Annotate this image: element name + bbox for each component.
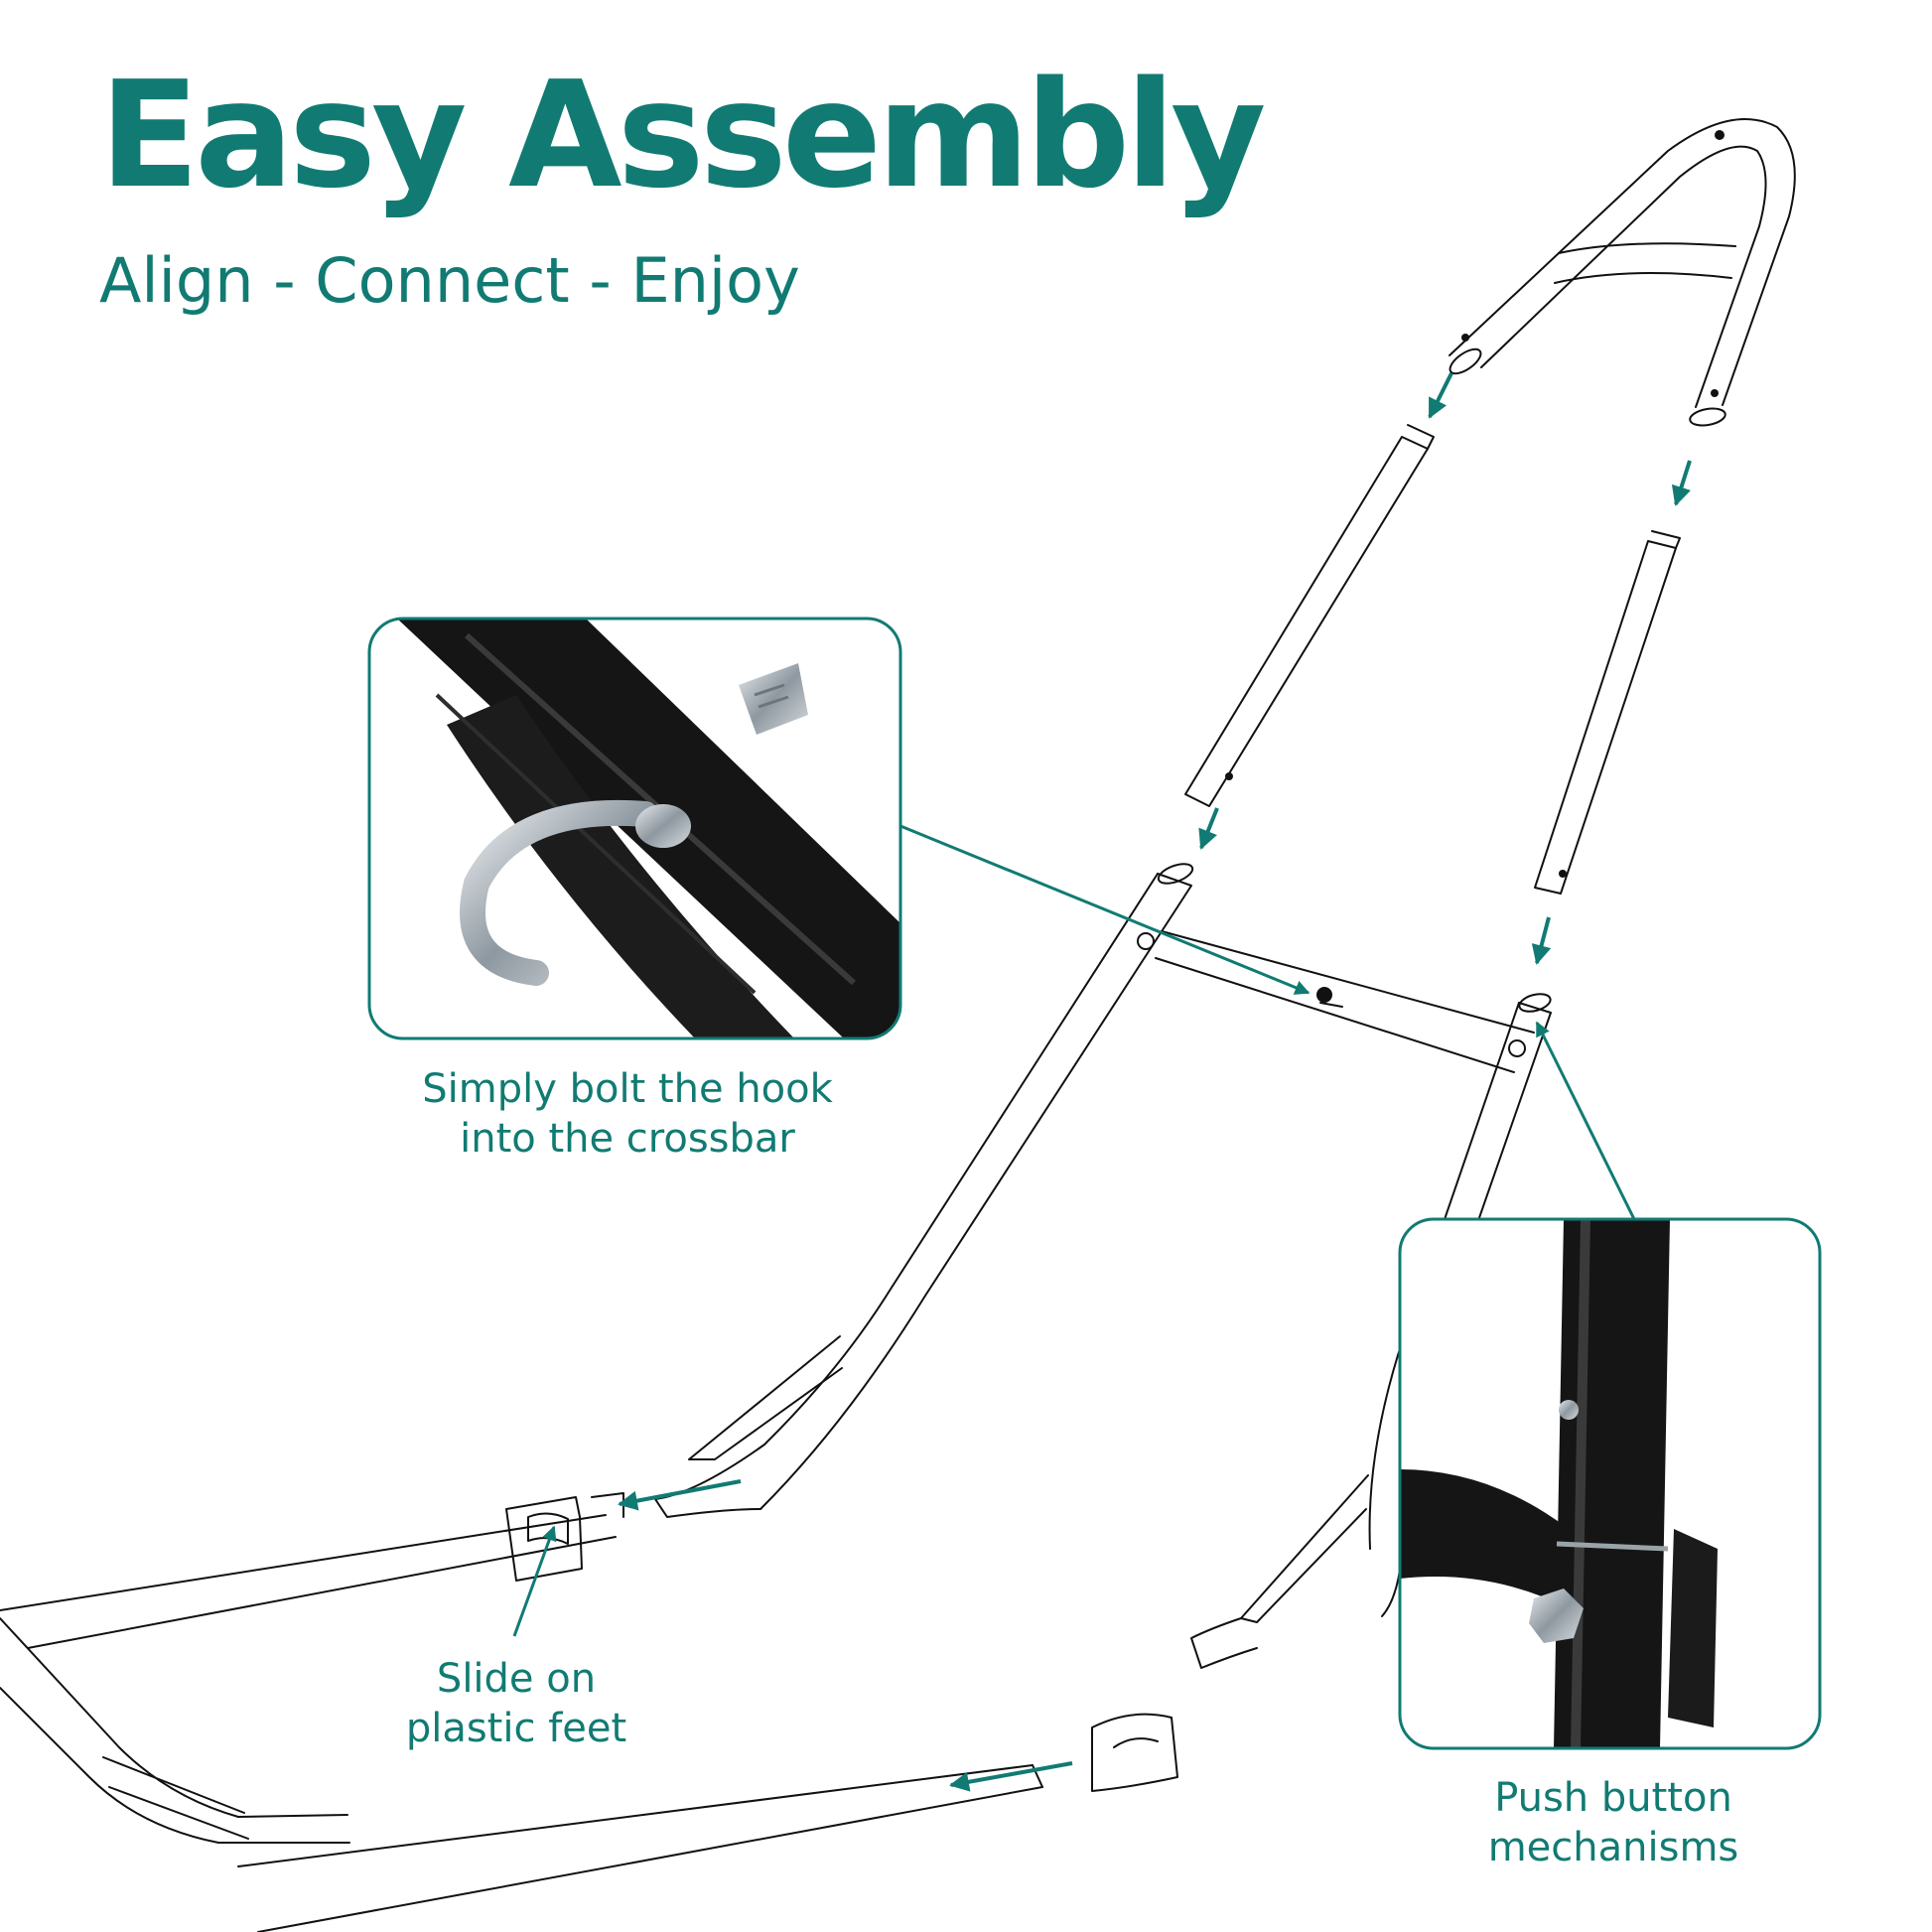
assembly-arrows [618, 372, 1692, 1792]
callout-push-caption: Push button mechanisms [1420, 1773, 1807, 1872]
plastic-foot-right [1091, 1713, 1178, 1792]
callout-hook-line2: into the crossbar [460, 1116, 795, 1162]
left-extension-tube [1184, 424, 1435, 807]
left-base-rail [0, 1514, 617, 1844]
top-bend-tube [1449, 118, 1796, 427]
leader-feet [512, 1525, 557, 1637]
arrow-mid-left [1198, 807, 1219, 850]
inset-hook-photo [367, 617, 902, 1040]
callout-feet-line1: Slide on [436, 1656, 597, 1702]
left-main-leg [654, 863, 1194, 1518]
callout-hook-line1: Simply bolt the hook [422, 1066, 833, 1112]
crossbar [1155, 930, 1535, 1073]
callout-hook-caption: Simply bolt the hook into the crossbar [369, 1064, 886, 1164]
callout-push-line2: mechanisms [1487, 1825, 1739, 1870]
callout-leaders [512, 824, 1636, 1637]
right-extension-tube [1534, 530, 1681, 895]
page-subtitle: Align - Connect - Enjoy [99, 244, 800, 317]
callout-push-line1: Push button [1494, 1775, 1732, 1821]
arrow-top-right [1671, 460, 1692, 506]
callout-feet-line2: plastic feet [405, 1706, 627, 1751]
page-title: Easy Assembly [99, 50, 1267, 220]
inset-push-photo [1398, 1217, 1822, 1750]
callout-feet-caption: Slide on plastic feet [357, 1654, 675, 1753]
push-button-photo-icon [1400, 1219, 1718, 1748]
lower-base-rail [237, 1764, 1043, 1932]
plastic-foot-left [505, 1492, 624, 1582]
hammock-stand-frame [0, 118, 1796, 1932]
leader-push [1535, 1021, 1636, 1220]
arrow-mid-right [1531, 916, 1552, 965]
arrow-left-foot [618, 1479, 742, 1511]
arrow-top-left [1428, 372, 1453, 419]
hook-bolt-photo-icon [397, 619, 900, 1038]
leader-hook [899, 824, 1311, 995]
arrow-right-foot [949, 1761, 1073, 1792]
